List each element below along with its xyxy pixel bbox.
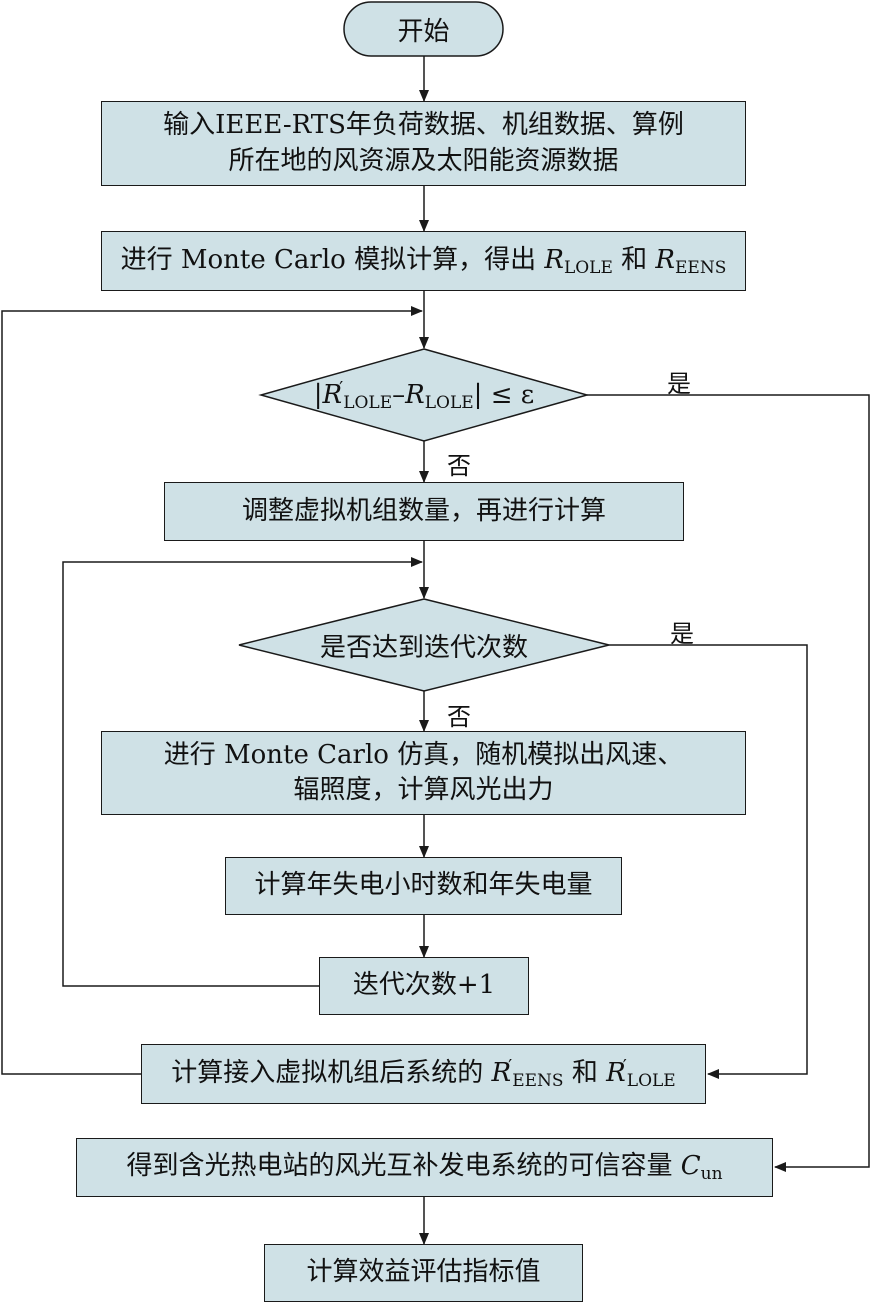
- iteration-decision: 是否达到迭代次数: [239, 599, 609, 691]
- after-prefix: 计算接入虚拟机组后系统的: [171, 1058, 484, 1089]
- var-r-lole: RLOLE: [544, 244, 613, 278]
- input-line-1: 输入IEEE-RTS年负荷数据、机组数据、算例: [163, 110, 684, 141]
- convergence-decision: |R′LOLE–RLOLE| ≤ ε: [313, 377, 535, 413]
- benefit-index-box: 计算效益评估指标值: [264, 1244, 583, 1302]
- arrow-inner-loop: [62, 557, 423, 987]
- iter-check-label: 是否达到迭代次数: [319, 632, 528, 663]
- after-virtual-calc-box: 计算接入虚拟机组后系统的 R′EENS 和 R′LOLE: [141, 1044, 706, 1104]
- annual-loss-box: 计算年失电小时数和年失电量: [225, 857, 622, 915]
- label-no-convergence: 否: [447, 452, 471, 480]
- iter-inc-label: 迭代次数+1: [352, 970, 496, 1001]
- start-terminal: 开始: [344, 2, 503, 56]
- monte-carlo-calc-box: 进行 Monte Carlo 模拟计算，得出 RLOLE 和 REENS: [101, 231, 746, 291]
- benefit-label: 计算效益评估指标值: [306, 1257, 541, 1288]
- annual-loss-label: 计算年失电小时数和年失电量: [254, 870, 593, 901]
- var-r-prime-lole: R′LOLE: [322, 377, 393, 413]
- label-yes-convergence: 是: [667, 370, 691, 398]
- adjust-virtual-units-box: 调整虚拟机组数量，再进行计算: [164, 482, 684, 541]
- arrow-iter-yes: [609, 644, 808, 1079]
- after-and: 和: [571, 1058, 598, 1089]
- simulation-box: 进行 Monte Carlo 仿真，随机模拟出风速、 辐照度，计算风光出力: [101, 731, 746, 815]
- arrow-convergence-yes: [587, 394, 870, 1172]
- label-yes-iteration: 是: [670, 620, 694, 648]
- label-no-iteration: 否: [447, 703, 471, 731]
- arrow-outer-loop: [1, 306, 423, 1075]
- adjust-label: 调整虚拟机组数量，再进行计算: [241, 495, 606, 526]
- credible-capacity-box: 得到含光热电站的风光互补发电系统的可信容量 Cun: [76, 1138, 773, 1197]
- input-data-box: 输入IEEE-RTS年负荷数据、机组数据、算例 所在地的风资源及太阳能资源数据: [101, 101, 746, 186]
- var-r-prime-lole-2: R′LOLE: [606, 1056, 676, 1092]
- var-r-eens: REENS: [655, 244, 727, 278]
- var-r-prime-eens: R′EENS: [491, 1056, 564, 1092]
- sim-line-1: 进行 Monte Carlo 仿真，随机模拟出风速、: [163, 739, 684, 770]
- le-epsilon: ≤ ε: [490, 379, 535, 410]
- capacity-prefix: 得到含光热电站的风光互补发电系统的可信容量: [126, 1151, 673, 1182]
- sim-line-2: 辐照度，计算风光出力: [293, 775, 554, 805]
- iteration-increment-box: 迭代次数+1: [319, 957, 529, 1015]
- var-c-un: Cun: [680, 1151, 723, 1185]
- mc-calc-prefix: 进行 Monte Carlo 模拟计算，得出: [120, 244, 537, 275]
- mc-calc-and: 和: [621, 244, 648, 275]
- input-line-2: 所在地的风资源及太阳能资源数据: [228, 145, 619, 176]
- start-label: 开始: [397, 16, 450, 47]
- var-r-lole-2: RLOLE: [405, 379, 474, 413]
